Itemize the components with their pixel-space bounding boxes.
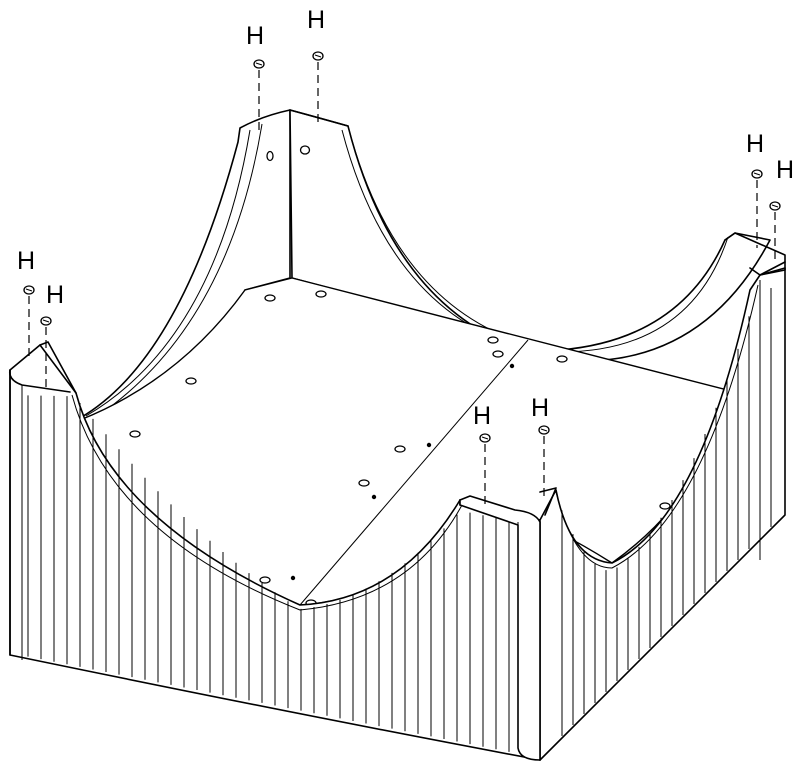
label-h: H [531,394,549,422]
front-left-panel [9,344,541,761]
front-left-ribs [27,395,510,752]
fastener-labels: H H H H H H H H [17,6,794,430]
label-h: H [17,247,35,275]
label-h: H [776,156,794,184]
front-left-corner [8,341,77,660]
back-right-corner [724,232,786,560]
front-right-panel [539,267,786,761]
fastener-lines [28,62,776,507]
label-h: H [46,281,64,309]
label-h: H [246,22,264,50]
label-h: H [473,402,491,430]
screw-icon [40,316,52,326]
screw-icon [312,51,324,61]
label-h: H [746,130,764,158]
screw-icon [538,425,550,435]
screw-icon [769,201,781,211]
screw-icon [23,285,35,295]
screw-icon [751,169,763,179]
screw-icon [479,433,491,443]
screws [23,51,781,443]
front-center-corner [459,487,557,761]
label-h: H [307,6,325,34]
front-right-ribs [561,288,772,736]
screw-icon [253,59,265,69]
